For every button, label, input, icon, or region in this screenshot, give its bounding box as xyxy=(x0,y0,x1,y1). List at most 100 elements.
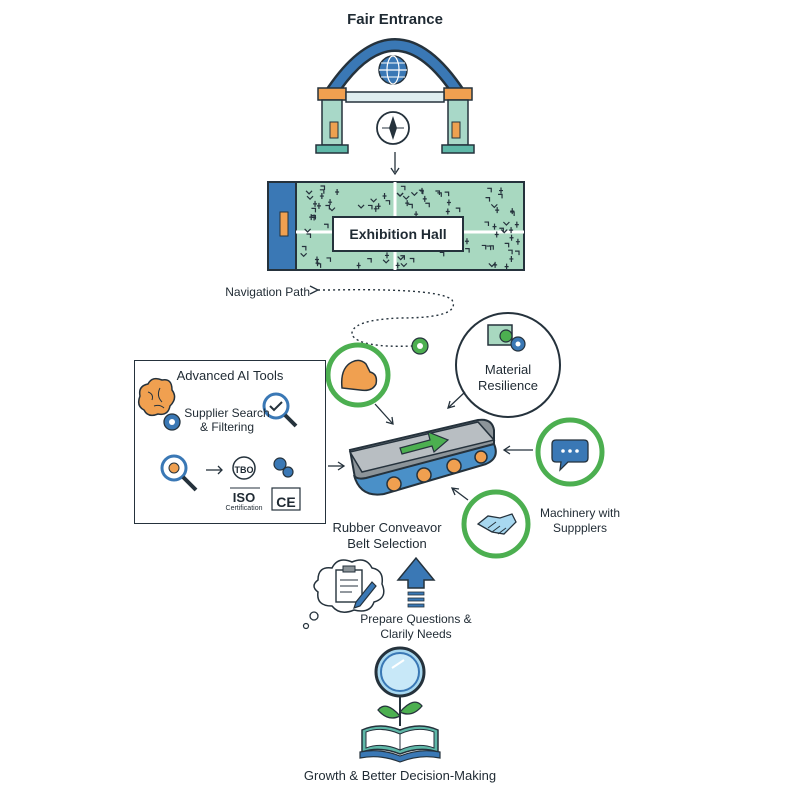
navigation-path-label: Navigation Path xyxy=(225,285,310,299)
search-gear-icon xyxy=(160,454,198,492)
prepare-questions-label: Prepare Questions & Clarily Needs xyxy=(360,612,472,641)
hall-visitor-mark xyxy=(309,214,314,221)
iso-certification-label: Certification xyxy=(225,505,263,512)
hall-visitor-mark xyxy=(395,262,400,269)
hall-visitor-mark xyxy=(326,257,332,262)
hall-visitor-mark xyxy=(316,263,322,268)
hall-visitor-mark xyxy=(409,257,415,263)
open-book-icon xyxy=(359,725,441,763)
hall-visitor-mark xyxy=(319,193,324,200)
hall-visitor-mark xyxy=(402,195,410,200)
hall-visitor-mark xyxy=(485,197,491,202)
hall-visitor-mark xyxy=(425,202,430,208)
hall-visitor-mark xyxy=(504,263,509,270)
certification-badge-icon xyxy=(232,456,256,480)
hall-visitor-mark xyxy=(370,198,378,203)
hall-visitor-mark xyxy=(405,200,410,207)
hall-visitor-mark xyxy=(508,249,513,255)
hall-visitor-mark xyxy=(499,187,504,194)
hall-visitor-mark xyxy=(382,259,390,264)
speech-bubble-icon xyxy=(551,439,589,472)
hall-visitor-mark xyxy=(319,189,325,194)
hall-visitor-mark xyxy=(384,252,389,259)
fair-entrance-title: Fair Entrance xyxy=(347,11,443,28)
hall-visitor-mark xyxy=(385,200,391,205)
material-resilience-circle xyxy=(455,312,561,418)
hall-visitor-mark xyxy=(306,233,312,239)
compass-icon xyxy=(376,111,410,145)
hall-visitor-mark xyxy=(437,192,442,197)
hall-visitor-mark xyxy=(509,255,514,262)
hall-visitor-mark xyxy=(311,207,317,213)
cogs-icon xyxy=(273,457,294,478)
hall-visitor-mark xyxy=(328,207,336,212)
hall-visitor-mark xyxy=(367,258,372,263)
hall-visitor-mark xyxy=(510,208,515,215)
advanced-ai-tools-title: Advanced AI Tools xyxy=(176,368,284,383)
material-resilience-label: Material Resilience xyxy=(478,362,538,393)
iso-label: ISO xyxy=(232,490,256,505)
hall-visitor-mark xyxy=(465,247,470,253)
arrow-strength xyxy=(374,403,394,425)
hall-visitor-mark xyxy=(509,227,514,234)
globe-icon xyxy=(378,55,408,85)
hall-visitor-mark xyxy=(493,261,498,268)
sprout-icon xyxy=(377,696,423,726)
hall-visitor-mark xyxy=(314,256,319,263)
hall-visitor-mark xyxy=(484,221,490,227)
hall-visitor-mark xyxy=(486,245,492,251)
hall-visitor-mark xyxy=(510,211,515,216)
hall-visitor-mark xyxy=(313,200,318,207)
small-gear-icon xyxy=(411,337,429,355)
tbo-badge-label: TBO xyxy=(234,465,254,475)
hall-visitor-mark xyxy=(335,188,340,195)
search-check-icon xyxy=(262,392,298,428)
machine-gears-icon xyxy=(487,324,526,352)
hall-visitor-mark xyxy=(495,207,500,214)
arrow-material xyxy=(447,391,466,409)
hall-visitor-mark xyxy=(323,223,329,229)
hall-visitor-mark xyxy=(490,203,498,209)
hall-visitor-mark xyxy=(373,205,378,212)
down-arrow xyxy=(390,152,400,176)
hall-visitor-mark xyxy=(400,255,405,260)
hall-visitor-mark xyxy=(492,223,497,230)
hall-visitor-mark xyxy=(410,191,418,197)
hall-visitor-mark xyxy=(328,199,333,206)
supplier-search-label: Supplier Search & Filtering xyxy=(184,406,270,434)
hall-visitor-mark xyxy=(397,256,405,261)
hall-visitor-mark xyxy=(455,207,461,213)
hall-visitor-mark xyxy=(320,185,326,191)
hall-visitor-mark xyxy=(509,234,514,241)
exhibition-hall-floorplan xyxy=(267,181,525,271)
hall-visitor-mark xyxy=(498,193,503,199)
hall-visitor-mark xyxy=(502,221,510,226)
hall-visitor-mark xyxy=(400,262,408,268)
hall-visitor-mark xyxy=(515,238,520,245)
hall-visitor-mark xyxy=(439,251,445,257)
magnifier-icon xyxy=(374,646,426,698)
hall-visitor-mark xyxy=(304,228,312,233)
brain-icon xyxy=(137,377,176,417)
hall-visitor-mark xyxy=(306,195,314,201)
hall-visitor-mark xyxy=(515,250,520,256)
gear-icon xyxy=(163,413,181,431)
hall-visitor-mark xyxy=(301,245,307,251)
machinery-suppliers-label: Machinery with Suppplers xyxy=(539,506,621,535)
hall-visitor-mark xyxy=(446,199,451,206)
hall-visitor-mark xyxy=(435,190,441,196)
ce-mark-label: CE xyxy=(276,494,296,510)
navigation-path xyxy=(309,285,455,347)
hall-visitor-mark xyxy=(357,204,365,209)
hall-visitor-mark xyxy=(408,203,413,209)
ce-mark-frame xyxy=(271,487,301,511)
hall-visitor-mark xyxy=(300,252,308,258)
hall-visitor-mark xyxy=(444,191,450,197)
pencil-icon xyxy=(353,581,377,609)
exhibition-hall-label: Exhibition Hall xyxy=(332,216,464,252)
hall-visitor-mark xyxy=(316,202,321,209)
conveyor-belt-icon xyxy=(348,418,497,496)
arrow-right-icon xyxy=(206,465,223,475)
hall-visitor-mark xyxy=(487,187,492,193)
